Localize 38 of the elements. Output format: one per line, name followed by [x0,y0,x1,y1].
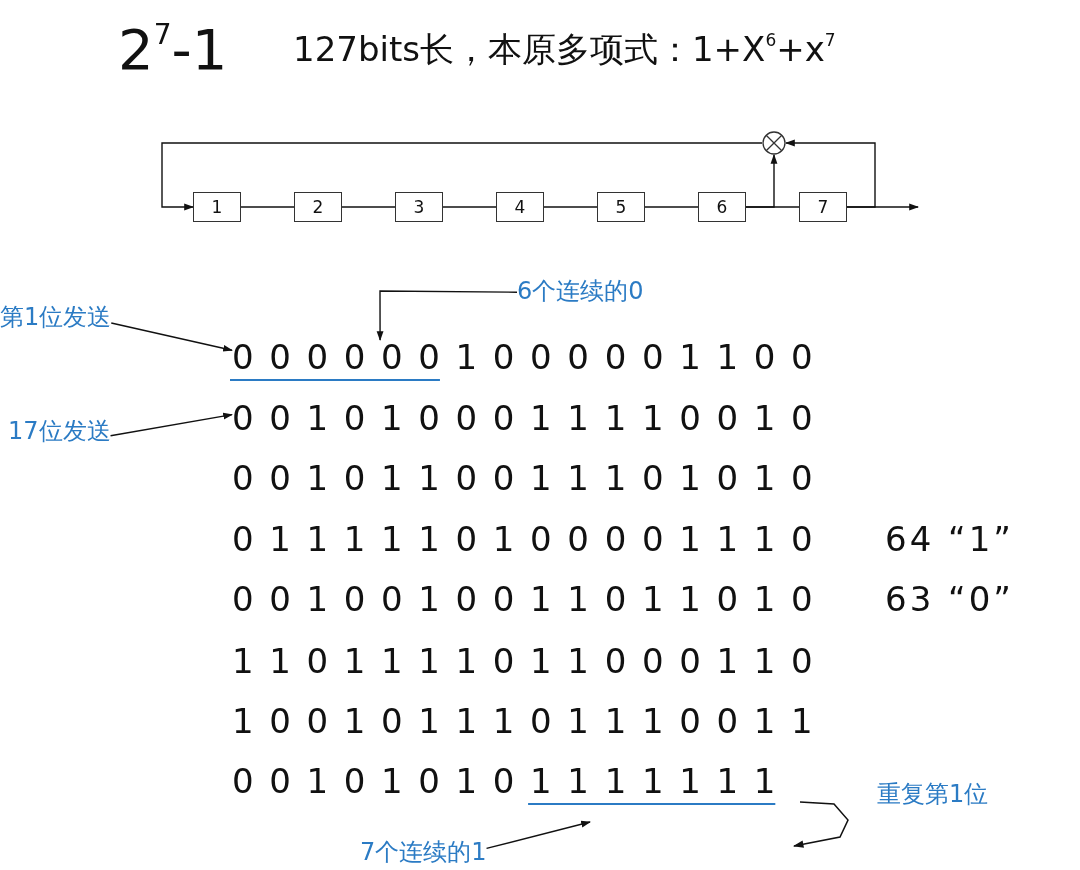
count-text: 63 “0” [885,582,1014,616]
leader-arrow [109,412,233,437]
title: 2$^{7}$-1 [118,22,228,78]
bit-row: 0 0 0 0 0 0 1 0 0 0 0 0 1 1 0 0 [232,340,815,374]
annotation-text: 17位发送 [8,419,111,443]
xor-symbol [762,131,786,155]
subtitle: 127bits长，本原多项式：1+X$^{6}$+x$^{7}$ [293,32,836,66]
register-box: 2 [294,192,342,222]
leader-arrow [376,290,518,341]
note-text: 重复第1位 [877,782,989,806]
arrow [161,142,763,211]
annotation-text: 6个连续的0 [517,279,644,303]
connector-line [442,206,497,208]
register-box: 4 [496,192,544,222]
register-box: 7 [799,192,847,222]
connector-line [543,206,598,208]
leader-arrow [110,322,233,352]
bit-row: 0 0 1 0 1 1 0 0 1 1 1 0 1 0 1 0 [232,461,815,495]
register-box: 6 [698,192,746,222]
connector-line [341,206,396,208]
arrow [846,203,919,211]
bit-row: 0 0 1 0 1 0 1 0 1 1 1 1 1 1 1 [232,764,778,798]
count-text: 64 “1” [885,522,1014,556]
bit-row: 0 0 1 0 1 0 0 0 1 1 1 1 0 0 1 0 [232,401,815,435]
bit-row: 0 1 1 1 1 1 0 1 0 0 0 0 1 1 1 0 [232,522,815,556]
connector-line [644,206,699,208]
arrow [785,139,876,208]
register-box: 3 [395,192,443,222]
leader-arrow [485,820,591,850]
register-box: 5 [597,192,645,222]
connector-line [240,206,295,208]
bit-row: 1 1 0 1 1 1 1 0 1 1 0 0 0 1 1 0 [232,644,815,678]
bit-row: 0 0 1 0 0 1 0 0 1 1 0 1 1 0 1 0 [232,582,815,616]
arrow [745,154,778,208]
annotation-text: 第1位发送 [0,305,112,329]
register-box: 1 [193,192,241,222]
bit-row: 1 0 0 1 0 1 1 1 0 1 1 1 0 0 1 1 [232,704,815,738]
annotation-text: 7个连续的1 [360,840,487,864]
